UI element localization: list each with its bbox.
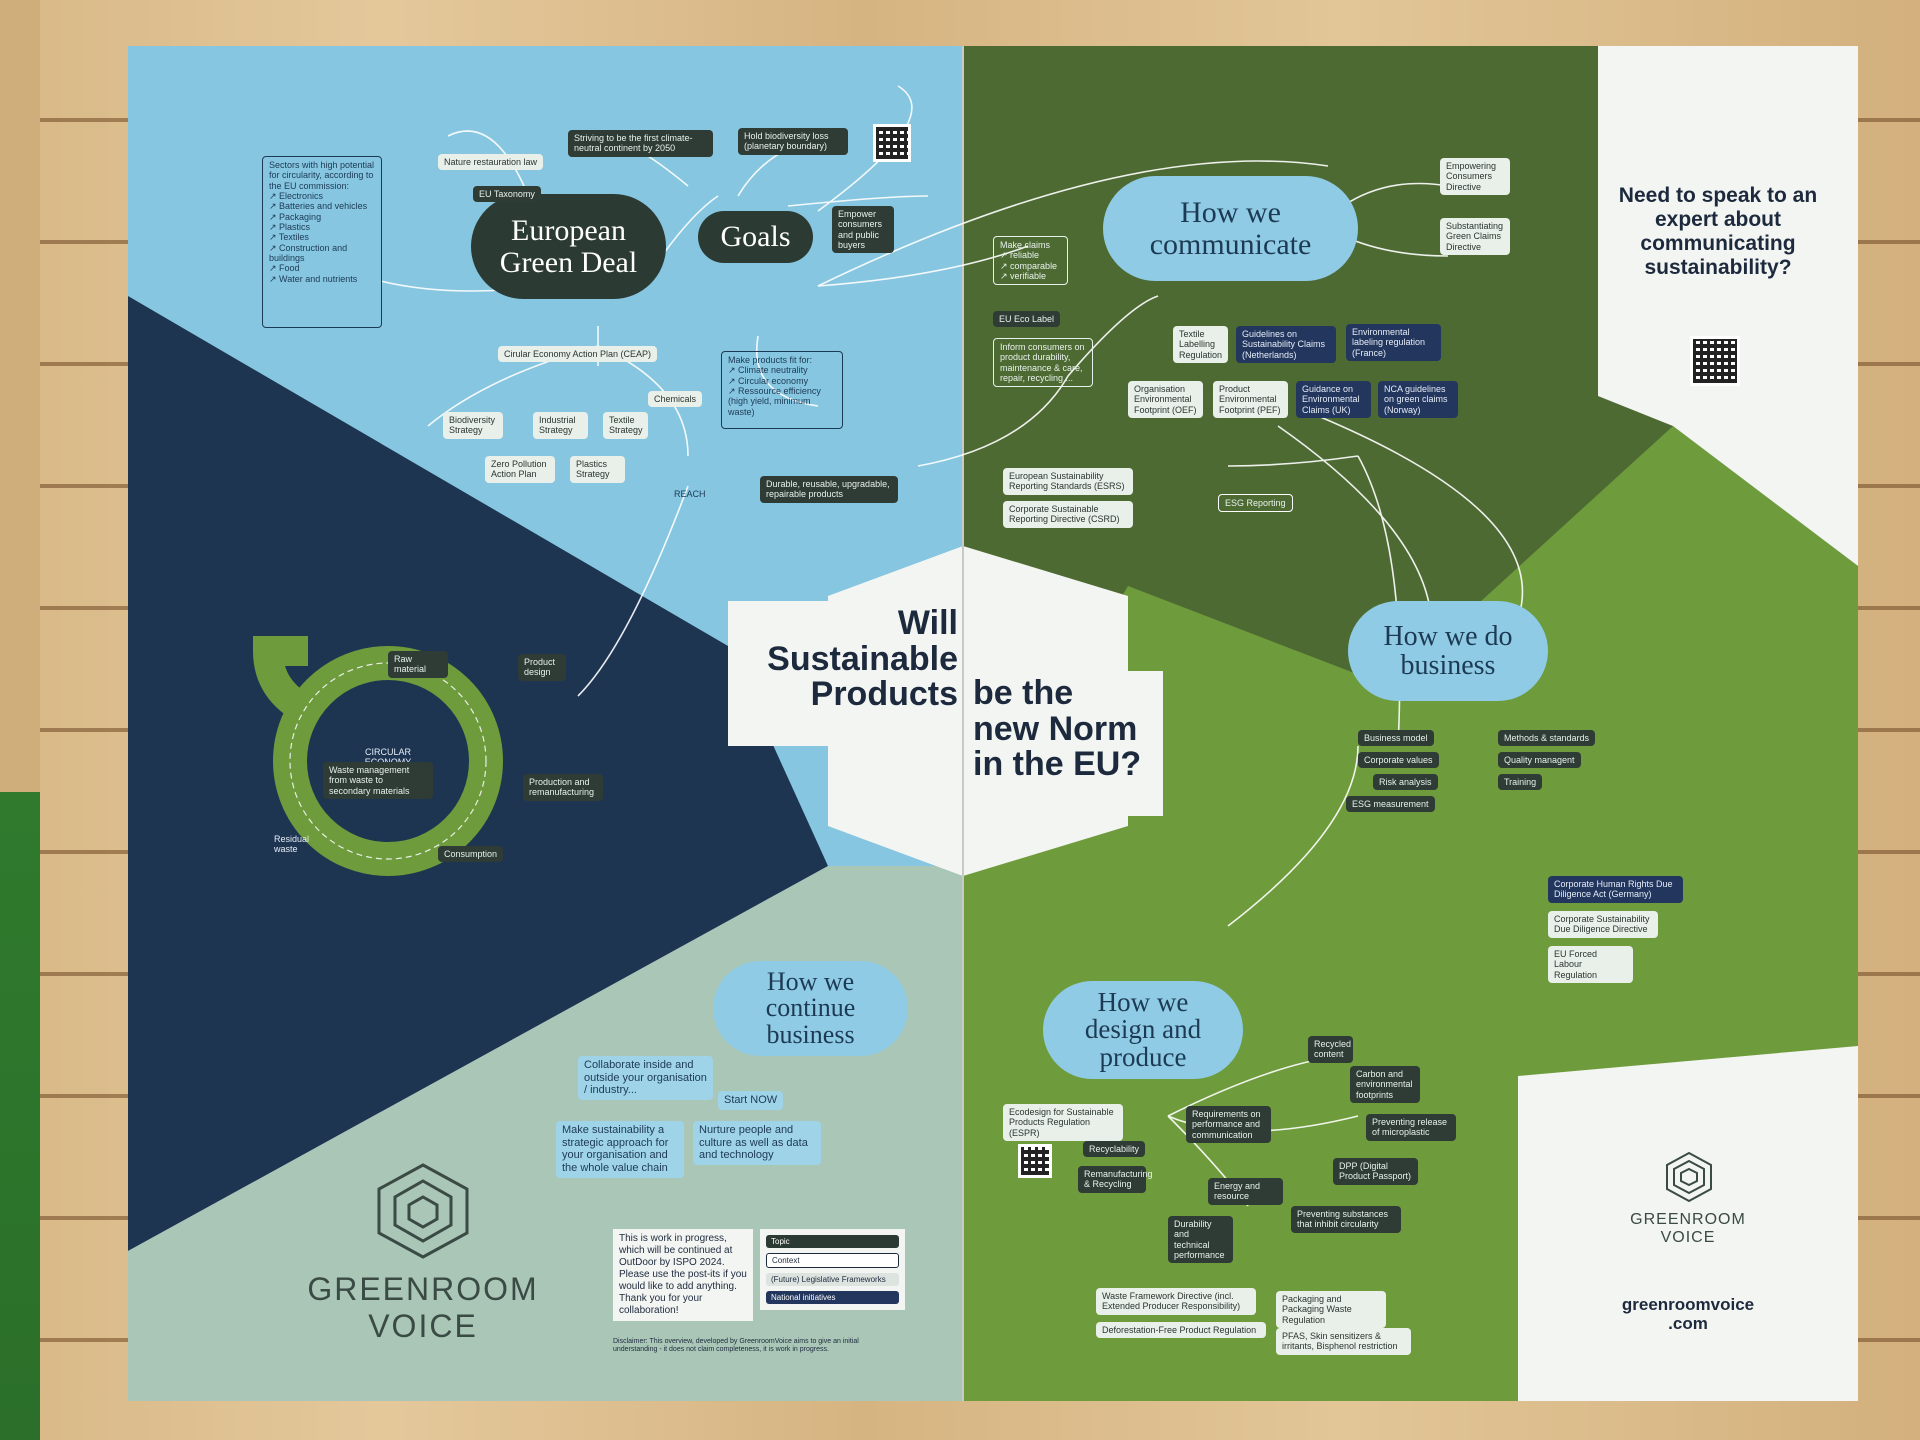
durability-label: Durability and technical performance [1168,1216,1233,1264]
plastics-strategy-label: Plastics Strategy [570,456,625,483]
central-question-part1: Will Sustainable Products [767,604,958,714]
oef-label: Organisation Environmental Footprint (OE… [1128,381,1203,419]
csdd-label: Corporate Sustainability Due Diligence D… [1548,911,1658,938]
brand-url[interactable]: greenroomvoice .com [1621,1295,1755,1333]
goals-bubble: Goals [698,211,813,263]
product-design-label: Product design [518,654,566,681]
legend-context: Context [766,1253,899,1268]
quality-management-label: Quality managent [1498,752,1581,769]
empower-consumers-label: Empower consumers and public buyers [832,206,894,254]
strategic-approach-label: Make sustainability a strategic approach… [556,1121,684,1178]
environmental-fr-label: Environmental labeling regulation (Franc… [1346,324,1441,362]
raw-material-label: Raw material [388,651,448,678]
biodiversity-strategy-label: Biodiversity Strategy [443,412,503,439]
consumption-label: Consumption [438,846,504,863]
deforestation-label: Deforestation-Free Product Regulation [1096,1322,1266,1339]
recyclability-label: Recyclability [1083,1141,1146,1158]
microplastic-label: Preventing release of microplastic [1366,1114,1456,1141]
pfas-label: PFAS, Skin sensitizers & irritants, Bisp… [1276,1328,1411,1355]
eu-eco-label: EU Eco Label [993,311,1061,328]
esg-measurement-label: ESG measurement [1346,796,1435,813]
business-model-label: Business model [1358,730,1434,747]
climate-neutral-label: Striving to be the first climate-neutral… [568,130,713,157]
floor [0,0,40,1440]
corporate-values-label: Corporate values [1358,752,1439,769]
nca-norway-label: NCA guidelines on green claims (Norway) [1378,381,1458,419]
collaborate-label: Collaborate inside and outside your orga… [578,1056,713,1100]
energy-resource-label: Energy and resource [1208,1178,1283,1205]
biodiversity-loss-label: Hold biodiversity loss (planetary bounda… [738,128,848,155]
substantiating-claims-label: Substantiating Green Claims Directive [1440,218,1510,256]
greenroom-logo-icon-right [1666,1151,1712,1203]
brand-name-left: GREENROOM VOICE [307,1271,539,1344]
forced-labour-label: EU Forced Labour Regulation [1548,946,1633,984]
industrial-strategy-label: Industrial Strategy [533,412,588,439]
reach-label: REACH [674,489,706,499]
qr-code-top [873,124,911,162]
remanufacturing-label: Remanufacturing & Recycling [1078,1166,1153,1193]
make-products-box: Make products fit for: ↗ Climate neutral… [721,351,843,429]
how-we-continue-bubble: How we continue business [713,961,908,1056]
waste-framework-label: Waste Framework Directive (incl. Extende… [1096,1288,1256,1315]
requirements-label: Requirements on performance and communic… [1186,1106,1271,1144]
legend-legislative: (Future) Legislative Frameworks [766,1273,899,1286]
empowering-consumers-label: Empowering Consumers Directive [1440,158,1510,196]
carbon-footprints-label: Carbon and environmental footprints [1350,1066,1420,1104]
poster-background [128,46,1858,1401]
zero-pollution-label: Zero Pollution Action Plan [485,456,555,483]
start-now-label[interactable]: Start NOW [718,1091,784,1110]
eu-taxonomy-label: EU Taxonomy [473,186,541,203]
hr-due-diligence-label: Corporate Human Rights Due Diligence Act… [1548,876,1683,903]
guidelines-nl-label: Guidelines on Sustainability Claims (Net… [1236,326,1336,364]
qr-code-expert [1690,336,1740,386]
work-in-progress-note: This is work in progress, which will be … [613,1229,753,1321]
textile-strategy-label: Textile Strategy [603,412,648,439]
textile-labelling-label: Textile Labelling Regulation [1173,326,1228,364]
european-green-deal-bubble: European Green Deal [471,194,666,299]
legend-national: National initiatives [766,1291,899,1304]
csrd-label: Corporate Sustainable Reporting Directiv… [1003,501,1133,528]
inform-consumers-box: Inform consumers on product durability, … [993,338,1093,388]
prevent-substances-label: Preventing substances that inhibit circu… [1291,1206,1401,1233]
poster-board: European Green Deal Goals Sectors with h… [128,46,1858,1401]
greenroom-logo-icon-left [377,1163,469,1259]
how-we-do-business-bubble: How we do business [1348,601,1548,701]
how-we-design-bubble: How we design and produce [1043,981,1243,1079]
central-question-part2: be the new Norm in the EU? [973,674,1142,784]
pef-label: Product Environmental Footprint (PEF) [1213,381,1288,419]
packaging-regulation-label: Packaging and Packaging Waste Regulation [1276,1291,1386,1329]
qr-code-design [1018,1144,1052,1178]
expert-question: Need to speak to an expert about communi… [1618,184,1818,280]
chemicals-label: Chemicals [648,391,703,408]
dpp-label: DPP (Digital Product Passport) [1333,1158,1418,1185]
esg-reporting-label: ESG Reporting [1218,494,1293,513]
nature-restoration-label: Nature restauration law [438,154,544,171]
production-label: Production and remanufacturing [523,774,603,801]
legend-box: Topic Context (Future) Legislative Frame… [760,1229,905,1310]
esrs-label: European Sustainability Reporting Standa… [1003,468,1133,495]
brand-name-right: GREENROOM VOICE [1630,1211,1746,1246]
waste-management-label: Waste management from waste to secondary… [323,762,433,800]
nurture-label: Nurture people and culture as well as da… [693,1121,821,1165]
durable-products-label: Durable, reusable, upgradable, repairabl… [760,476,898,503]
recycled-content-label: Recycled content [1308,1036,1353,1063]
ceap-label: Cirular Economy Action Plan (CEAP) [498,346,658,363]
risk-analysis-label: Risk analysis [1373,774,1438,791]
espr-label: Ecodesign for Sustainable Products Regul… [1003,1104,1123,1142]
guidance-uk-label: Guidance on Environmental Claims (UK) [1296,381,1371,419]
how-we-communicate-bubble: How we communicate [1103,176,1358,281]
make-claims-box: Make claims ↗ reliable ↗ comparable ↗ ve… [993,236,1068,286]
disclaimer-text: Disclaimer: This overview, developed by … [613,1338,859,1354]
sectors-box: Sectors with high potential for circular… [262,156,382,328]
residual-waste-label: Residual waste [274,834,310,855]
training-label: Training [1498,774,1543,791]
methods-standards-label: Methods & standards [1498,730,1596,747]
legend-topic: Topic [766,1235,899,1248]
